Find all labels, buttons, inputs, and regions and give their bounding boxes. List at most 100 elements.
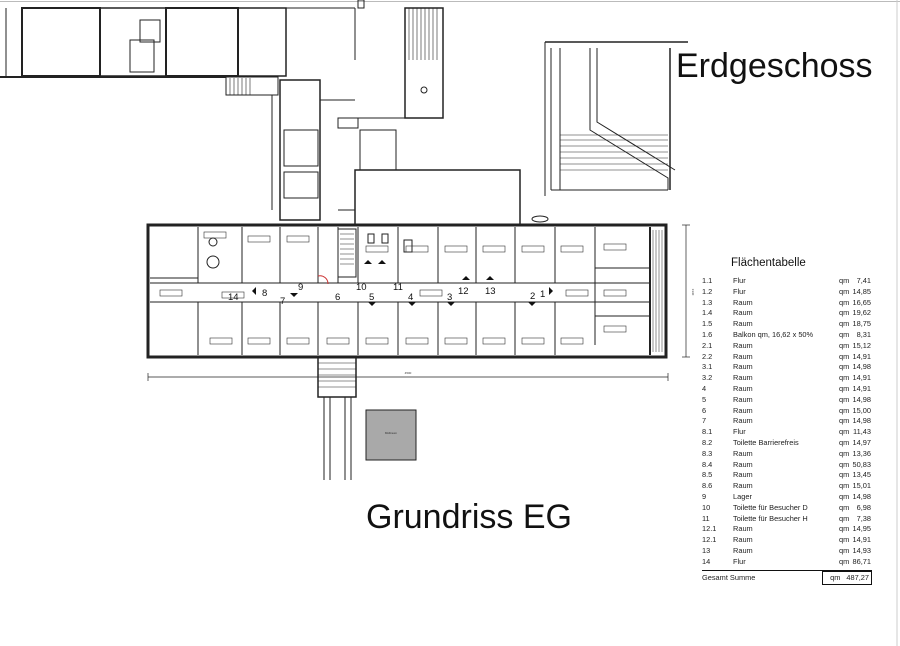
row-value: 6,98	[856, 502, 871, 512]
row-value: 7,41	[856, 276, 871, 285]
row-unit: qm	[839, 481, 850, 491]
row-unit: qm	[839, 437, 850, 447]
row-number: 8.6	[702, 481, 713, 491]
row-number: 1.3	[702, 297, 713, 307]
row-unit: qm	[839, 459, 850, 469]
row-name: Raum	[733, 535, 753, 545]
row-unit: qm	[839, 513, 850, 523]
row-name: Raum	[733, 373, 753, 383]
room-label-6: 6	[335, 292, 340, 303]
row-name: Raum	[733, 340, 753, 350]
room-label-3: 3	[447, 292, 452, 303]
row-name: Raum	[733, 545, 753, 555]
table-row: 1.6 Balkon qm, 16,62 x 50% qm 8,31	[702, 330, 872, 341]
row-name: Flur	[733, 276, 746, 285]
row-number: 2.1	[702, 340, 713, 350]
stair-box-label: Müllraum	[385, 431, 398, 435]
row-value: 18,75	[852, 319, 872, 329]
row-name: Toilette für Besucher D	[733, 502, 808, 512]
area-table-title: Flächentabelle	[731, 257, 806, 269]
row-name: Raum	[733, 394, 753, 404]
row-unit: qm	[839, 308, 850, 318]
row-number: 5	[702, 394, 707, 404]
row-unit: qm	[839, 394, 850, 404]
row-unit: qm	[839, 297, 850, 307]
row-name: Raum	[733, 351, 753, 361]
row-value: 14,97	[852, 437, 872, 447]
row-number: 13	[702, 545, 711, 555]
row-number: 1.6	[702, 329, 713, 339]
row-number: 3.1	[702, 362, 713, 372]
row-number: 12.1	[702, 524, 717, 534]
row-value: 8,31	[856, 329, 871, 339]
row-name: Raum	[733, 383, 753, 393]
row-value: 14,98	[852, 491, 872, 501]
row-unit: qm	[839, 470, 850, 480]
room-label-9: 9	[298, 282, 303, 293]
room-label-8: 8	[262, 288, 267, 299]
row-name: Flur	[733, 556, 746, 566]
row-name: Raum	[733, 319, 753, 329]
row-number: 2.2	[702, 351, 713, 361]
row-unit: qm	[839, 556, 850, 566]
row-name: Raum	[733, 470, 753, 480]
row-number: 8.1	[702, 427, 713, 437]
row-value: 14,95	[852, 524, 872, 534]
row-value: 86,71	[852, 556, 872, 566]
row-value: 14,93	[852, 545, 872, 555]
row-name: Toilette für Besucher H	[733, 513, 808, 523]
row-unit: qm	[839, 416, 850, 426]
row-value: 11,43	[853, 427, 871, 437]
row-unit: qm	[839, 286, 850, 296]
row-name: Raum	[733, 297, 753, 307]
room-label-2: 2	[530, 291, 535, 302]
row-value: 50,83	[852, 459, 872, 469]
row-name: Raum	[733, 308, 753, 318]
row-unit: qm	[839, 524, 850, 534]
row-name: Raum	[733, 362, 753, 372]
room-label-11: 11	[393, 282, 403, 293]
room-label-1: 1	[540, 289, 545, 300]
row-name: Balkon qm, 16,62 x 50%	[733, 329, 814, 339]
row-number: 9	[702, 491, 707, 501]
total-unit: qm	[830, 572, 841, 582]
row-value: 13,45	[852, 470, 872, 480]
row-number: 1.1	[702, 276, 713, 285]
row-number: 8.5	[702, 470, 713, 480]
row-number: 3.2	[702, 373, 713, 383]
row-number: 8.2	[702, 437, 713, 447]
row-name: Raum	[733, 459, 753, 469]
row-value: 15,00	[852, 405, 872, 415]
row-number: 1.2	[702, 286, 713, 296]
row-number: 8.4	[702, 459, 713, 469]
row-unit: qm	[839, 383, 850, 393]
row-unit: qm	[839, 329, 850, 339]
row-value: 14,98	[852, 362, 872, 372]
row-unit: qm	[839, 448, 850, 458]
row-name: Raum	[733, 405, 753, 415]
row-unit: qm	[839, 502, 850, 512]
row-unit: qm	[839, 535, 850, 545]
row-value: 7,38	[856, 513, 871, 523]
row-name: Lager	[733, 491, 752, 501]
total-label: Gesamt Summe	[702, 572, 756, 582]
row-value: 16,65	[852, 297, 872, 307]
dimension-height-label: 1330	[691, 289, 695, 296]
row-number: 8.3	[702, 448, 713, 458]
row-unit: qm	[839, 405, 850, 415]
row-value: 14,85	[852, 286, 872, 296]
